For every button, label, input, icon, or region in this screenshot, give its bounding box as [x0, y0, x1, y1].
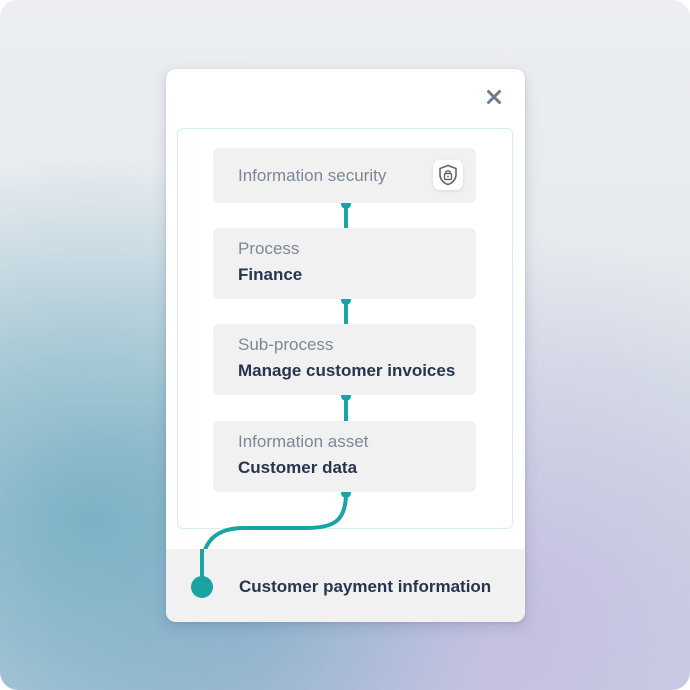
node-value: Finance	[238, 265, 303, 284]
shield-lock-badge[interactable]	[433, 160, 463, 190]
node-information-asset[interactable]: Information asset Customer data	[213, 421, 476, 492]
node-sub-process[interactable]: Sub-process Manage customer invoices	[213, 324, 476, 395]
selected-item-footer: Customer payment information	[166, 549, 525, 622]
close-icon	[487, 90, 501, 104]
node-information-security[interactable]: Information security	[213, 148, 476, 203]
lineage-dialog: Information security Process Finance Sub…	[166, 69, 525, 622]
node-value: Manage customer invoices	[238, 361, 456, 380]
node-label: Process	[238, 239, 300, 258]
node-label: Sub-process	[238, 335, 334, 354]
selected-item-label: Customer payment information	[239, 577, 492, 596]
node-process[interactable]: Process Finance	[213, 228, 476, 299]
node-value: Customer data	[238, 458, 358, 477]
node-label: Information security	[238, 165, 387, 185]
shield-lock-icon	[439, 164, 457, 186]
close-button[interactable]	[484, 87, 504, 107]
node-label: Information asset	[238, 432, 369, 451]
